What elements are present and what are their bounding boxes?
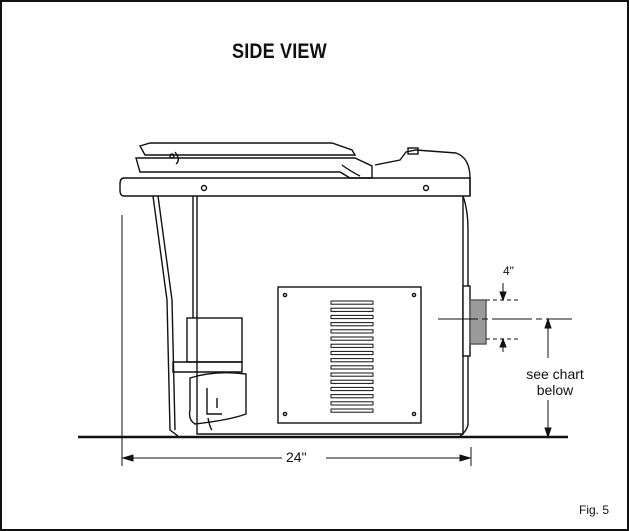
motor-box (186, 317, 243, 363)
top-bolt-rear (422, 184, 430, 192)
height-label-line1: see chart (526, 366, 584, 382)
panel-screw-tr (411, 292, 417, 298)
rear-housing (374, 149, 471, 196)
lid-middle (135, 157, 373, 179)
diagram-title: SIDE VIEW (232, 40, 327, 63)
vent-louvers (330, 300, 374, 413)
vent-slot (330, 401, 374, 406)
vent-slot (330, 372, 374, 377)
offset-arrow-bottom (499, 337, 507, 348)
offset-arrow-top (499, 291, 507, 302)
vent-slot (330, 379, 374, 384)
front-leg-inner (157, 195, 176, 431)
cabinet-top (119, 177, 471, 197)
vent-slot (330, 322, 374, 327)
cabinet-body (196, 196, 464, 435)
hinge-pin (169, 153, 175, 159)
panel-screw-br (411, 411, 417, 417)
height-dimension-label: see chart below (517, 366, 593, 398)
drain-bucket (188, 371, 247, 425)
drain-spout (207, 417, 213, 431)
drain-valve (206, 388, 222, 415)
vent-slot (330, 408, 374, 413)
vent-slot (330, 314, 374, 320)
front-leg-outer (152, 195, 179, 437)
lid-hinge (174, 151, 361, 177)
rear-knob (407, 147, 419, 155)
height-arrow-bottom (544, 427, 552, 439)
vent-slot (330, 336, 374, 341)
motor-plate (172, 361, 243, 373)
vent-slot (330, 394, 374, 399)
height-arrow-top (544, 317, 552, 329)
vent-slot (330, 358, 374, 363)
top-bolt-front (200, 184, 208, 192)
width-arrow-left (121, 454, 134, 462)
access-panel (277, 286, 422, 424)
vent-slot (330, 343, 374, 348)
vent-slot (330, 365, 374, 370)
vent-slot (330, 329, 374, 334)
lid-top (138, 142, 357, 156)
figure-label: Fig. 5 (579, 503, 610, 517)
machine-drawing (119, 142, 487, 437)
height-label-line2: below (536, 382, 574, 398)
vent-slot (330, 307, 374, 312)
vent-slot (330, 300, 374, 305)
vent-slot (330, 350, 374, 356)
width-arrow-right (459, 454, 472, 462)
outlet-stub (469, 299, 487, 345)
width-dimension-label: 24" (282, 449, 311, 465)
offset-dimension-label: 4" (503, 264, 514, 278)
outlet-flange (462, 285, 471, 357)
panel-screw-bl (282, 411, 288, 417)
vent-slot (330, 386, 374, 392)
dimension-lines (121, 215, 572, 466)
panel-screw-tl (282, 292, 288, 298)
